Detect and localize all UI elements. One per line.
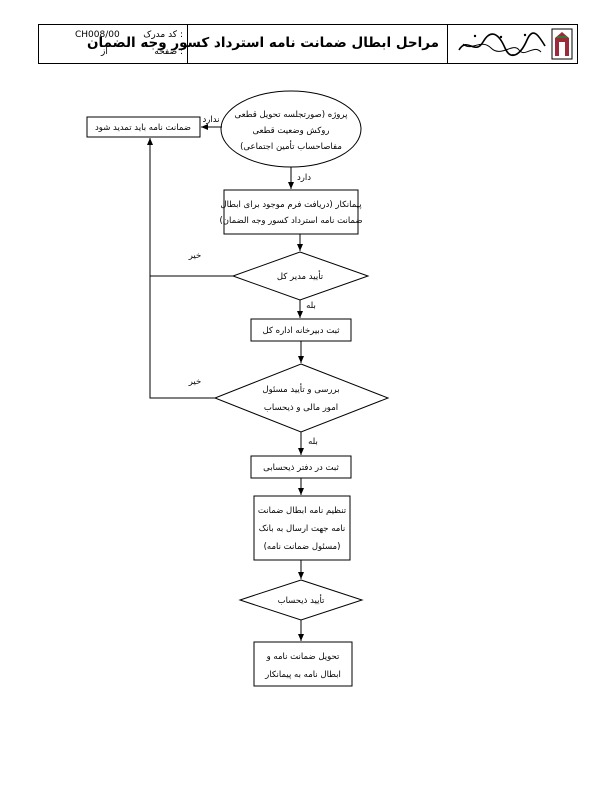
organization-logo-icon	[551, 28, 573, 60]
review-text-line-2: امور مالی و ذیحساب	[264, 403, 338, 413]
ledger-text: ثبت در دفتر ذیحسابی	[263, 463, 339, 473]
edge-label-has-not: ندارد	[202, 115, 219, 125]
contractor-text-line-2: ضمانت نامه استرداد کسور وجه الضمان)	[219, 216, 362, 226]
prepare-text-line-2: نامه جهت ارسال به بانک	[259, 524, 346, 534]
code-value: CH008/00	[75, 30, 120, 40]
deliver-text-line-1: تحویل ضمانت نامه و	[266, 652, 340, 662]
code-label: کد مدرک :	[143, 30, 183, 40]
prepare-text-line-3: (مسئول ضمانت نامه)	[264, 542, 341, 552]
page-label: صفحه :	[154, 47, 183, 57]
review-diamond	[213, 363, 390, 433]
deliver-text-line-2: ابطال نامه به پیمانکار	[264, 670, 341, 680]
edge-label-yes-1: بله	[306, 301, 316, 311]
logo-cell	[447, 25, 577, 63]
edge-review-no	[149, 276, 215, 399]
contractor-text-line-1: پیمانکار (دریافت فرم موجود برای ابطال	[220, 200, 362, 210]
calligraphy-logo-icon	[458, 32, 546, 57]
contractor-box	[223, 189, 359, 235]
edge-label-has: دارد	[297, 173, 311, 183]
edge-label-yes-2: بله	[308, 437, 318, 447]
gm-approval-text: تأیید مدیر کل	[277, 270, 324, 282]
edge-label-no-2: خیر	[188, 377, 202, 387]
start-text-line-2: روکش وضعیت قطعی	[252, 126, 329, 136]
page-of-label: از	[101, 47, 108, 57]
register-text: ثبت دبیرخانه اداره کل	[262, 326, 340, 336]
document-title: مراحل ابطال ضمانت نامه استرداد کسور وجه …	[87, 35, 439, 51]
review-text-line-1: بررسی و تأیید مسئول	[262, 383, 339, 395]
renew-box	[86, 116, 201, 138]
start-text-line-3: مفاصاحساب تأمین اجتماعی)	[240, 140, 342, 152]
title-cell: مراحل ابطال ضمانت نامه استرداد کسور وجه …	[87, 25, 447, 63]
deliver-box	[253, 641, 353, 687]
code-cell: کد مدرک : CH008/00 صفحه : از	[37, 25, 187, 63]
renew-text: ضمانت نامه باید تمدید شود	[95, 123, 191, 133]
accountant-approval-text: تأیید ذیحساب	[278, 594, 325, 606]
document-header: مراحل ابطال ضمانت نامه استرداد کسور وجه …	[38, 24, 578, 64]
edge-label-no-1: خیر	[188, 251, 202, 261]
prepare-box	[253, 495, 351, 561]
prepare-text-line-1: تنظیم نامه ابطال ضمانت	[258, 506, 347, 516]
start-text-line-1: پروژه (صورتجلسه تحویل قطعی	[235, 110, 349, 120]
